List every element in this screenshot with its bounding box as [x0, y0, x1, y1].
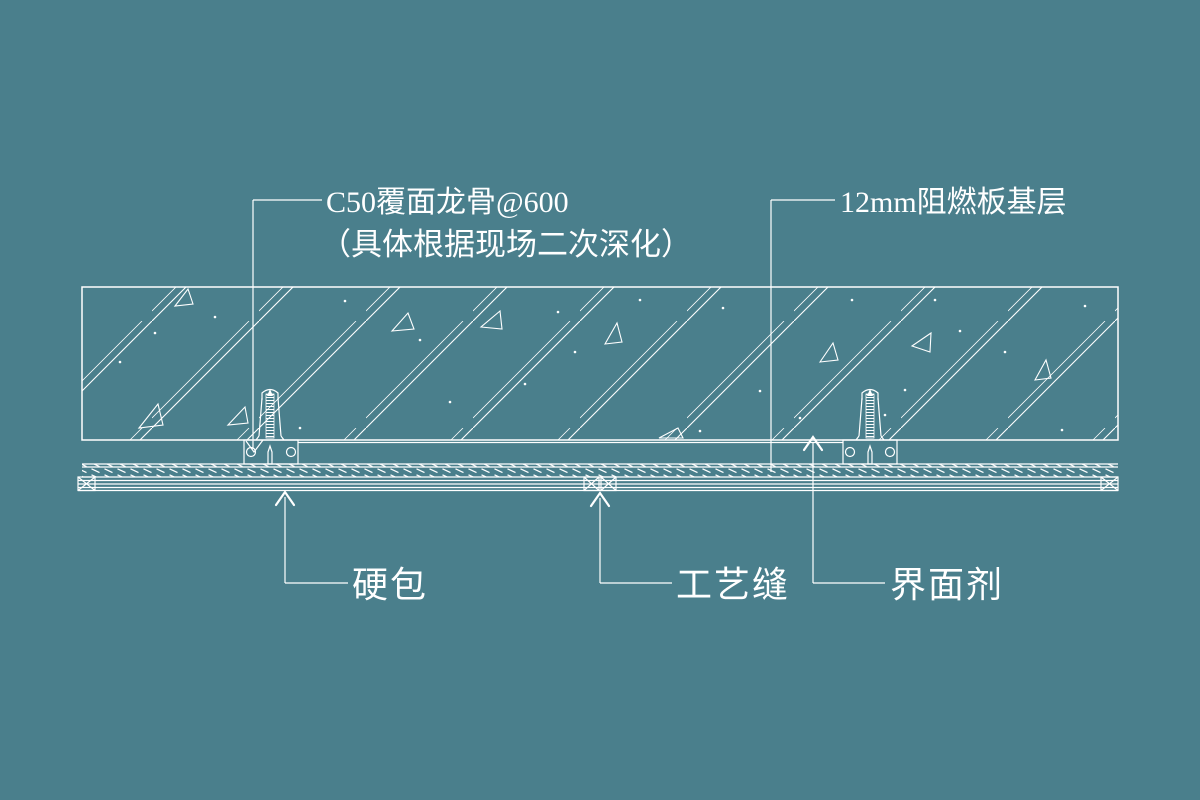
bolt-thread-right	[865, 393, 875, 439]
label-furring-line2: （具体根据现场二次深化）	[320, 227, 692, 262]
label-process-seam: 工艺缝	[676, 565, 790, 605]
label-interface-agent: 界面剂	[890, 565, 1004, 605]
concrete-slab-outline	[81, 286, 1119, 441]
label-board: 12mm阻燃板基层	[840, 186, 1067, 219]
annotation-interface-agent: 界面剂	[802, 435, 1004, 605]
clip-v-left	[245, 439, 264, 454]
arrow-up-interface-agent	[802, 435, 824, 452]
annotation-process-seam: 工艺缝	[589, 491, 790, 605]
concrete-slab-section	[81, 286, 1119, 441]
board-hatch	[82, 464, 1118, 477]
concrete-hatch-area	[82, 287, 1118, 440]
furring-bracket-left	[243, 439, 299, 465]
bolt-wedge-right	[867, 389, 873, 396]
panel-endcap-right	[1100, 476, 1119, 492]
annotation-hard-pack: 硬包	[274, 490, 428, 605]
anchor-bolt-left	[255, 388, 285, 441]
annotation-furring: C50覆面龙骨@600 （具体根据现场二次深化）	[252, 186, 692, 449]
panel-endcap-left	[77, 476, 96, 492]
aggregate-dots	[118, 298, 1087, 433]
anchor-bolt-right	[855, 388, 885, 441]
label-furring-line1: C50覆面龙骨@600	[326, 186, 569, 219]
bolt-thread-left	[265, 393, 275, 439]
board-base-layer	[82, 463, 1118, 478]
annotation-board: 12mm阻燃板基层	[770, 186, 1067, 472]
arrow-up-process-seam	[589, 491, 611, 508]
bracket-screw-right	[867, 444, 873, 465]
arrow-up-hard-pack	[274, 490, 296, 507]
bolt-wedge-left	[267, 389, 273, 396]
label-hard-pack: 硬包	[352, 565, 428, 605]
bracket-screw-left	[267, 444, 273, 465]
hard-pack-panel	[77, 476, 1119, 492]
aggregate-triangles	[137, 287, 1052, 439]
panel-seam-center	[583, 476, 617, 492]
furring-bracket-right	[842, 439, 898, 465]
